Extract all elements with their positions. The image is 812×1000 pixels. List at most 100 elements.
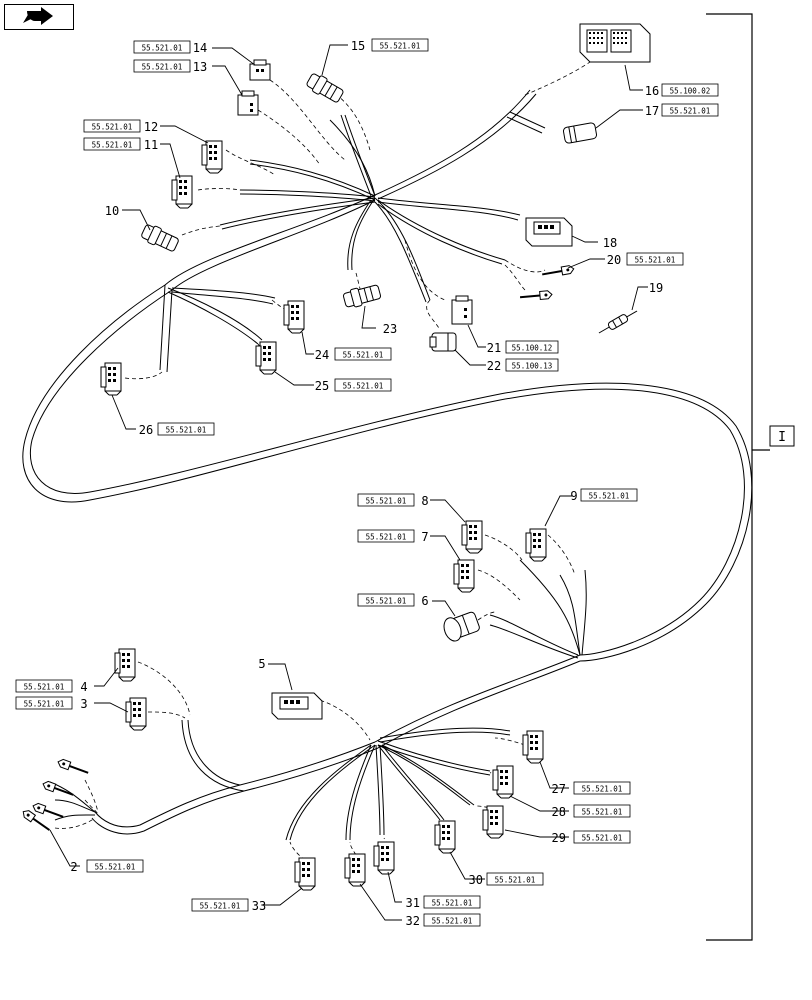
callout-29-num: 29: [552, 831, 566, 845]
callout-13-ref: 55.521.01: [142, 63, 183, 72]
callout-28-ref: 55.521.01: [582, 808, 623, 817]
terminal-2c[interactable]: [30, 801, 66, 822]
callout-25-num: 25: [315, 379, 329, 393]
callout-21[interactable]: 21 55.100.12: [487, 340, 559, 355]
connector-18[interactable]: [525, 217, 573, 247]
callout-26-ref: 55.521.01: [166, 426, 207, 435]
callout-20-ref: 55.521.01: [635, 256, 676, 265]
terminal-2a[interactable]: [55, 757, 91, 778]
connector-6[interactable]: [441, 609, 481, 643]
callout-30[interactable]: 30 55.521.01: [469, 872, 544, 887]
callout-2[interactable]: 2 55.521.01: [70, 859, 144, 874]
callout-33-num: 33: [252, 899, 266, 913]
connector-25[interactable]: [255, 341, 277, 375]
terminal-2d[interactable]: [19, 807, 53, 835]
connector-21[interactable]: [451, 295, 473, 325]
callout-18-num: 18: [603, 236, 617, 250]
page-turn-button[interactable]: [4, 4, 74, 30]
connector-17[interactable]: [562, 122, 598, 144]
callout-33[interactable]: 55.521.01 33: [191, 898, 266, 913]
callout-5[interactable]: 5: [258, 657, 265, 671]
connector-4[interactable]: [114, 648, 136, 682]
connector-7[interactable]: [453, 559, 475, 593]
callout-19[interactable]: 19: [649, 281, 663, 295]
callout-4[interactable]: 55.521.01 4: [15, 679, 88, 694]
connector-12[interactable]: [201, 140, 223, 174]
callout-17-ref: 55.521.01: [670, 107, 711, 116]
callout-32-num: 32: [406, 914, 420, 928]
terminal-2b[interactable]: [40, 779, 76, 800]
callout-9[interactable]: 9 55.521.01: [570, 488, 638, 503]
callout-16[interactable]: 16 55.100.02: [645, 83, 719, 98]
callout-11-ref: 55.521.01: [92, 141, 133, 150]
connector-29[interactable]: [482, 805, 504, 839]
callout-28[interactable]: 28 55.521.01: [552, 804, 631, 819]
connector-13[interactable]: [237, 90, 259, 116]
connector-15[interactable]: [304, 70, 346, 106]
connector-24[interactable]: [283, 300, 305, 334]
callout-12[interactable]: 55.521.01 12: [83, 119, 158, 134]
callout-23[interactable]: 23: [383, 322, 397, 336]
hub-lower-branches: [49, 559, 587, 841]
terminal-20b[interactable]: [518, 289, 554, 303]
callout-15-num: 15: [351, 39, 365, 53]
connector-11[interactable]: [171, 175, 193, 209]
callout-21-num: 21: [487, 341, 501, 355]
callout-13[interactable]: 55.521.01 13: [133, 59, 207, 74]
callout-4-num: 4: [80, 680, 87, 694]
resistor-19[interactable]: [597, 308, 639, 337]
connector-8[interactable]: [461, 520, 483, 554]
connector-28[interactable]: [492, 765, 514, 799]
callout-8[interactable]: 55.521.01 8: [357, 493, 429, 508]
connector-26[interactable]: [100, 362, 122, 396]
callout-6[interactable]: 55.521.01 6: [357, 593, 429, 608]
callout-14[interactable]: 55.521.01 14: [133, 40, 207, 55]
connector-10[interactable]: [139, 221, 181, 255]
callout-24[interactable]: 24 55.521.01: [315, 347, 392, 362]
callout-2-num: 2: [70, 860, 77, 874]
callout-27-ref: 55.521.01: [582, 785, 623, 794]
callout-31[interactable]: 31 55.521.01: [406, 895, 481, 910]
callout-11-num: 11: [144, 138, 158, 152]
callout-24-num: 24: [315, 348, 329, 362]
callout-26[interactable]: 26 55.521.01: [139, 422, 215, 437]
callout-10[interactable]: 10: [105, 204, 119, 218]
connector-5[interactable]: [271, 692, 323, 720]
callout-18[interactable]: 18: [603, 236, 617, 250]
callout-6-num: 6: [421, 594, 428, 608]
callout-21-ref: 55.100.12: [512, 344, 553, 353]
callout-25[interactable]: 25 55.521.01: [315, 378, 392, 393]
callout-27[interactable]: 27 55.521.01: [552, 781, 631, 796]
callout-11[interactable]: 55.521.01 11: [83, 137, 158, 152]
callout-15[interactable]: 15 55.521.01: [351, 38, 429, 53]
connector-27[interactable]: [522, 730, 544, 764]
callout-32[interactable]: 32 55.521.01: [406, 913, 481, 928]
connector-22[interactable]: [429, 332, 457, 352]
connector-3[interactable]: [125, 697, 147, 731]
callout-7[interactable]: 55.521.01 7: [357, 529, 429, 544]
callout-23-num: 23: [383, 322, 397, 336]
connector-23[interactable]: [341, 282, 383, 310]
callout-22-num: 22: [487, 359, 501, 373]
callout-14-num: 14: [193, 41, 207, 55]
callout-5-num: 5: [258, 657, 265, 671]
harness-trunk: [22, 194, 753, 835]
callout-17[interactable]: 17 55.521.01: [645, 103, 719, 118]
callout-27-num: 27: [552, 782, 566, 796]
connector-9[interactable]: [525, 528, 547, 562]
callout-6-ref: 55.521.01: [366, 597, 407, 606]
callout-30-num: 30: [469, 873, 483, 887]
connector-30[interactable]: [434, 820, 456, 854]
callout-20[interactable]: 20 55.521.01: [607, 252, 684, 267]
callout-3[interactable]: 55.521.01 3: [15, 696, 88, 711]
callout-17-num: 17: [645, 104, 659, 118]
connector-32[interactable]: [344, 853, 366, 887]
callout-16-num: 16: [645, 84, 659, 98]
connector-14[interactable]: [249, 59, 271, 81]
callout-2-ref: 55.521.01: [95, 863, 136, 872]
connector-31[interactable]: [373, 841, 395, 875]
connector-33[interactable]: [294, 857, 316, 891]
callout-22[interactable]: 22 55.100.13: [487, 358, 559, 373]
connector-16[interactable]: [579, 23, 651, 63]
callout-29[interactable]: 29 55.521.01: [552, 830, 631, 845]
